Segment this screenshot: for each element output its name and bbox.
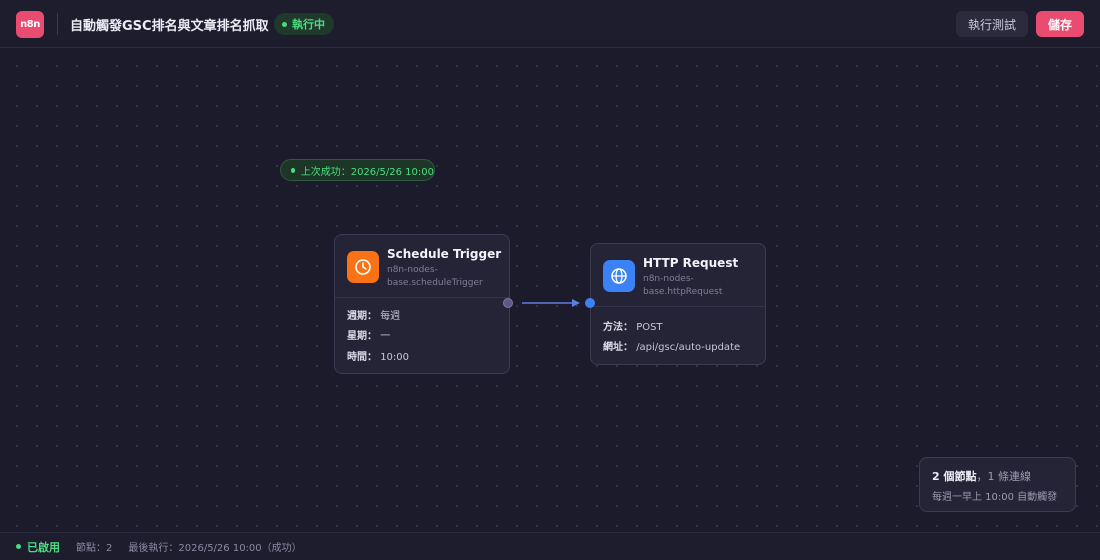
param-key: 星期： — [347, 331, 377, 342]
enabled-label: 已啟用 — [27, 540, 60, 554]
summary-counts: 2 個節點，1 條連線 — [932, 468, 1075, 484]
summary-node-count: 2 個節點 — [932, 470, 977, 483]
last-run-label: 最後執行：2026/5/26 10:00（成功） — [128, 543, 302, 554]
enabled-dot-icon — [16, 544, 21, 549]
last-success-pill: 上次成功：2026/5/26 10:00 — [280, 159, 435, 181]
workflow-title[interactable]: 自動觸發GSC排名與文章排名抓取 — [70, 19, 269, 34]
node-type: n8n-nodes-base.scheduleTrigger — [387, 265, 483, 288]
param-value: 一 — [380, 331, 391, 342]
node-title: HTTP Request — [643, 256, 739, 270]
param-value: 10:00 — [380, 352, 410, 363]
node-count-label: 節點：2 — [76, 543, 113, 554]
status-dot-icon — [282, 21, 287, 27]
globe-icon — [603, 260, 635, 292]
clock-icon — [347, 251, 379, 283]
workflow-summary-panel: 2 個節點，1 條連線 每週一早上 10:00 自動觸發 — [919, 457, 1076, 512]
status-badge: 執行中 — [274, 13, 334, 35]
input-port[interactable] — [585, 298, 595, 308]
success-dot-icon — [291, 167, 295, 173]
node-param: 星期： 一 — [347, 327, 390, 342]
node-schedule-trigger[interactable]: Schedule Trigger n8n-nodes-base.schedule… — [334, 234, 510, 374]
node-http-request[interactable]: HTTP Request n8n-nodes-base.httpRequest … — [590, 243, 766, 365]
node-param: 網址： /api/gsc/auto-update — [603, 338, 740, 353]
param-key: 網址： — [603, 342, 633, 353]
status-badge-label: 執行中 — [292, 18, 325, 31]
param-key: 方法： — [603, 322, 633, 333]
node-param: 方法： POST — [603, 318, 663, 333]
node-param: 時間： 10:00 — [347, 348, 409, 363]
last-success-label: 上次成功：2026/5/26 10:00 — [300, 166, 434, 178]
summary-description: 每週一早上 10:00 自動觸發 — [932, 492, 1058, 503]
node-divider — [335, 297, 509, 298]
param-key: 週期： — [347, 311, 377, 322]
n8n-logo[interactable]: n8n — [16, 11, 44, 38]
status-bar: 已啟用 節點：2 最後執行：2026/5/26 10:00（成功） — [0, 532, 1100, 560]
output-port[interactable] — [503, 298, 513, 308]
param-value: 每週 — [380, 311, 401, 322]
save-button[interactable]: 儲存 — [1036, 11, 1084, 37]
node-type: n8n-nodes-base.httpRequest — [643, 274, 723, 297]
workflow-canvas[interactable] — [0, 49, 1100, 532]
header-divider — [57, 13, 58, 35]
summary-connection-count: ，1 條連線 — [976, 470, 1031, 483]
enabled-indicator: 已啟用 — [16, 539, 60, 555]
param-key: 時間： — [347, 352, 377, 363]
test-run-button[interactable]: 執行測試 — [956, 11, 1028, 37]
node-divider — [591, 306, 765, 307]
node-param: 週期： 每週 — [347, 307, 400, 322]
param-value: POST — [636, 322, 663, 333]
node-title: Schedule Trigger — [387, 247, 502, 261]
param-value: /api/gsc/auto-update — [636, 342, 741, 353]
top-header: n8n 自動觸發GSC排名與文章排名抓取 執行中 執行測試 儲存 — [0, 0, 1100, 48]
